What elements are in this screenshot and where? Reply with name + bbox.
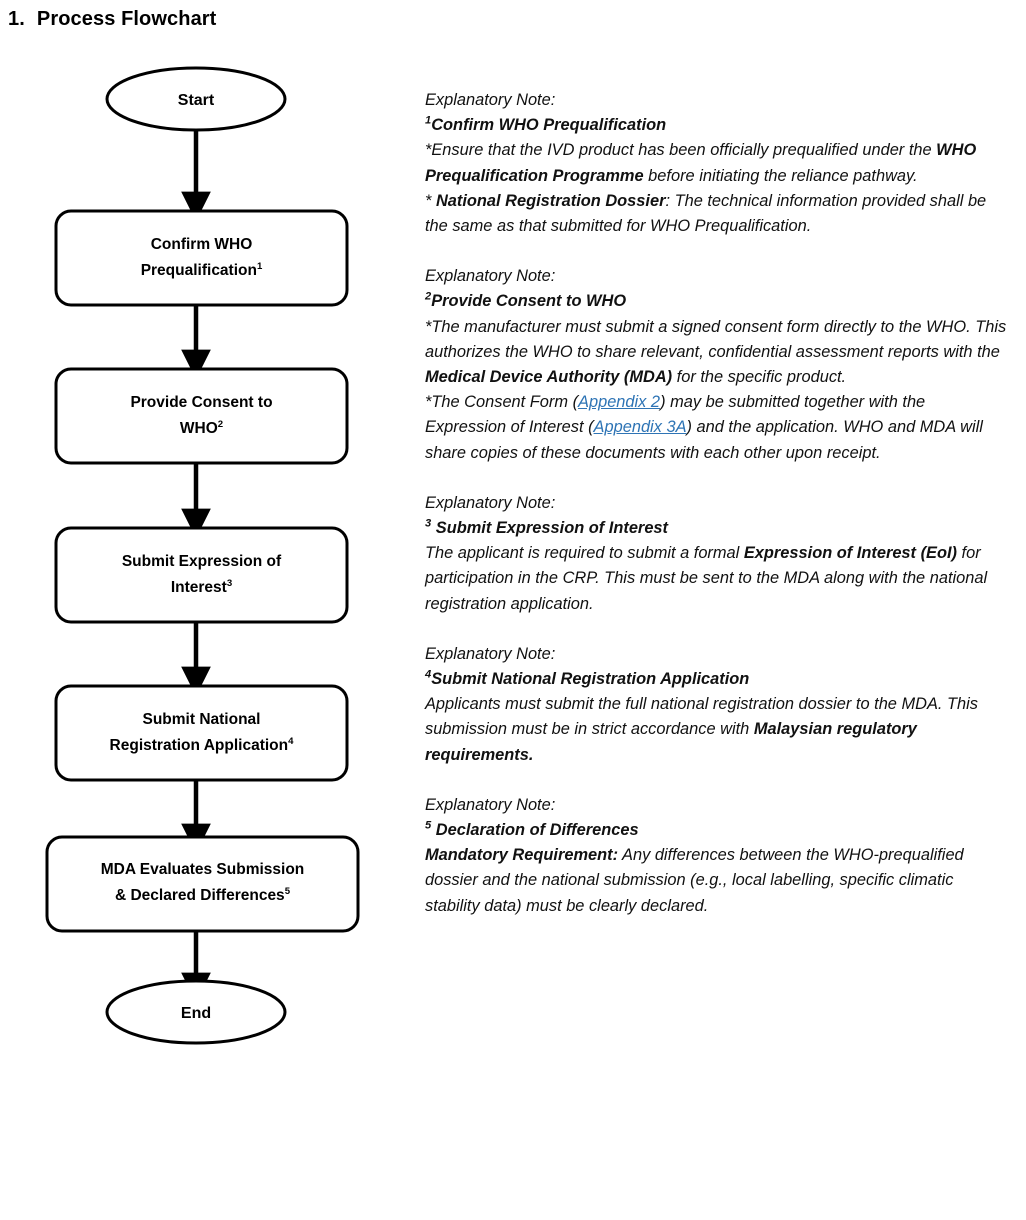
explanatory-note-block: Explanatory Note: 5 Declaration of Differ… xyxy=(425,793,1010,919)
explanatory-note-heading: Explanatory Note: xyxy=(425,267,556,286)
emphasis-text: Malaysian regulatory requirements. xyxy=(425,720,917,764)
explanatory-note-paragraph: *Ensure that the IVD product has been of… xyxy=(425,138,1010,188)
explanatory-note-paragraph: *The Consent Form (Appendix 2) may be su… xyxy=(425,390,1010,466)
note-text: for the specific product. xyxy=(672,368,847,387)
process-flowchart: Start Confirm WHO Prequalification1 Prov… xyxy=(0,0,400,1220)
flow-node-eoi[interactable] xyxy=(54,526,349,624)
explanatory-note-paragraph: *The manufacturer must submit a signed c… xyxy=(425,315,1010,391)
emphasis-text: National Registration Dossier xyxy=(435,191,666,210)
explanatory-note-title: 5 Declaration of Differences xyxy=(425,819,639,840)
note-marker: 5 xyxy=(425,819,432,832)
explanatory-note-heading: Explanatory Note: xyxy=(425,644,556,663)
explanatory-note-block: Explanatory Note: 2Provide Consent to WHO… xyxy=(425,264,1010,466)
emphasis-text: Mandatory Requirement: xyxy=(425,846,619,865)
explanatory-note-paragraph: The applicant is required to submit a fo… xyxy=(425,541,1010,617)
explanatory-notes-column: Explanatory Note: 1Confirm WHO Prequalifi… xyxy=(425,88,1010,919)
explanatory-note-heading: Explanatory Note: xyxy=(425,493,556,512)
note-text: ) may be submitted together with the Exp… xyxy=(425,393,926,437)
flow-node-end[interactable] xyxy=(105,979,287,1045)
note-text: for participation in the CRP. This must … xyxy=(425,544,988,613)
explanatory-note-title: 3 Submit Expression of Interest xyxy=(425,517,669,538)
appendix-link[interactable]: Appendix 3A xyxy=(593,418,687,437)
note-text: *The Consent Form ( xyxy=(425,393,579,412)
flow-node-consent[interactable] xyxy=(54,367,349,465)
explanatory-note-block: Explanatory Note: 4Submit National Regist… xyxy=(425,642,1010,768)
note-text: *Ensure that the IVD product has been of… xyxy=(425,141,937,160)
flowchart-canvas xyxy=(45,66,360,1045)
page-title-text: Process Flowchart xyxy=(36,8,217,30)
explanatory-note-heading: Explanatory Note: xyxy=(425,795,556,814)
emphasis-text: WHO Prequalification Programme xyxy=(425,141,977,185)
explanatory-note-title: 1Confirm WHO Prequalification xyxy=(425,114,667,135)
note-text: : The technical information provided sha… xyxy=(425,191,987,236)
note-text: ) and the application. WHO and MDA will … xyxy=(425,418,983,462)
flow-node-evaluate[interactable] xyxy=(45,835,360,933)
note-text: before initiating the reliance pathway. xyxy=(643,166,918,185)
flow-node-national[interactable] xyxy=(54,684,349,782)
explanatory-note-paragraph: Applicants must submit the full national… xyxy=(425,692,1010,768)
explanatory-note-paragraph: Mandatory Requirement: Any differences b… xyxy=(425,843,1010,919)
explanatory-note-title: 4Submit National Registration Applicatio… xyxy=(425,668,750,689)
flow-node-confirm[interactable] xyxy=(54,209,349,307)
explanatory-note-title: 2Provide Consent to WHO xyxy=(425,290,627,311)
note-marker: 4 xyxy=(425,668,432,681)
note-text: The applicant is required to submit a fo… xyxy=(425,544,744,563)
explanatory-note-heading: Explanatory Note: xyxy=(425,91,556,109)
note-text: *The manufacturer must submit a signed c… xyxy=(425,317,1007,361)
emphasis-text: Medical Device Authority (MDA) xyxy=(425,368,673,387)
appendix-link[interactable]: Appendix 2 xyxy=(578,393,661,412)
note-text: * xyxy=(425,191,436,210)
note-marker: 2 xyxy=(425,290,432,303)
emphasis-text: Expression of Interest (EoI) xyxy=(743,544,957,563)
note-text: Any differences between the WHO-prequali… xyxy=(425,846,964,915)
note-marker: 3 xyxy=(425,517,432,530)
page-title-number: 1. xyxy=(8,8,25,30)
explanatory-note-block: Explanatory Note: 3 Submit Expression of … xyxy=(425,491,1010,617)
page-title: 1. Process Flowchart xyxy=(8,8,216,31)
note-marker: 1 xyxy=(425,114,432,127)
explanatory-note-block: Explanatory Note: 1Confirm WHO Prequalifi… xyxy=(425,88,1010,239)
note-text: Applicants must submit the full national… xyxy=(425,695,978,739)
explanatory-note-paragraph: * National Registration Dossier: The tec… xyxy=(425,189,1010,239)
flow-node-start[interactable] xyxy=(105,66,287,132)
